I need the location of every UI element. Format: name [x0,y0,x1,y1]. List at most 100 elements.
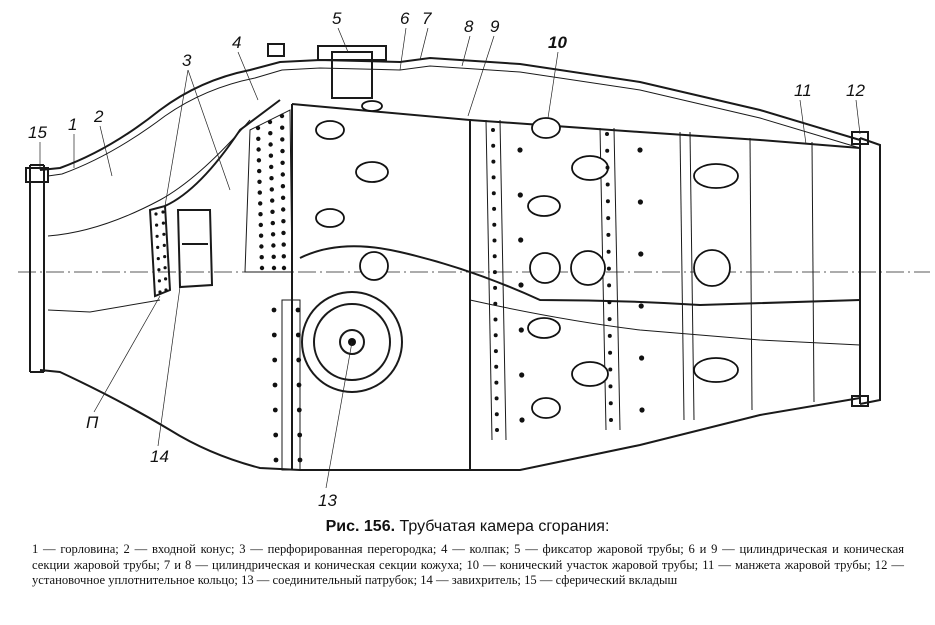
swirler [176,209,214,289]
perforation-dot [296,357,302,363]
perforation-dot [269,164,274,170]
callout-7: 7 [422,9,432,28]
perforation-dot [494,412,499,417]
flame-tube-conical [469,119,861,149]
perforation-dot [280,195,286,200]
callout-3: 3 [182,51,192,70]
perforation-dot [492,254,497,259]
front-flange [29,164,45,373]
perforation-dot [271,254,276,259]
perforation-dot [259,244,264,249]
callout-2: 2 [93,107,104,126]
perforation-dot [519,417,525,423]
perforation-dot [605,199,610,204]
perforation-dot [605,165,610,170]
callout-8: 8 [464,17,474,36]
perforation-dot [269,176,274,181]
perforation-dot [518,327,524,333]
perforation-dot [280,160,285,165]
perforation-dot [280,184,286,189]
perforation-dot [491,143,496,148]
perforation-dot [273,432,279,438]
callout-14: 14 [150,447,169,466]
perforation-dot [268,153,274,158]
casing-inner-top [47,65,861,177]
perforation-dot [608,384,613,389]
perforation-dot [281,265,287,271]
figure-title: Трубчатая камера сгорания: [399,518,610,535]
perforation-dot [492,222,497,227]
perforation-dot [606,232,611,237]
perforation-dot [259,255,264,260]
perforation-dot [273,457,279,463]
perforation-dot [491,128,495,132]
perforation-dot [518,282,524,288]
perforation-dot [268,142,273,147]
perforation-dot [608,401,613,406]
perforation-dot [156,245,160,249]
casing-outer-bottom [39,369,861,471]
perforation-dot [155,234,159,238]
perforation-dot [154,212,158,216]
perforation-dot [257,190,262,195]
perforation-dot [157,268,161,272]
rear-ring [859,137,881,405]
perforation-dot [297,432,303,438]
perforation-dot [271,332,277,338]
perforation-dot [492,270,497,275]
callout-5: 5 [332,9,342,28]
casing-bolt [267,43,285,57]
spherical-insert [25,167,49,183]
callout-4: 4 [232,33,241,52]
perforation-dot [606,266,611,271]
perforation-dot [493,317,498,322]
perforation-dot [517,192,523,198]
perforation-dot [494,364,499,369]
callout-6: 6 [400,9,410,28]
perforation-dot [295,332,301,338]
perforation-dot [494,396,499,401]
perforation-dot [519,372,525,378]
callout-11: 11 [794,81,812,100]
perforation-dot [257,168,262,174]
perforation-dot [258,201,263,206]
fixator [317,45,387,112]
perforation-dot [256,136,261,141]
perforation-dot [608,350,613,355]
perforation-dot [281,242,286,247]
perforation-dot [281,230,286,236]
perforation-dot [256,158,262,163]
perforation-dot [281,254,286,259]
perforation-dot [267,119,273,125]
perforation-dot [493,301,498,306]
perforation-dot [164,277,168,281]
perforation-dot [270,220,275,226]
perforation-dot [270,209,275,214]
perforation-dot [639,355,645,361]
perforation-dot [295,307,301,313]
casing-outer-top [39,56,861,171]
perforation-dot [491,159,496,164]
perforation-dot [161,210,165,214]
perforation-dot [607,333,612,338]
perforation-dot [280,125,285,130]
perforation-dot [259,265,265,271]
perforation-dot [163,255,167,259]
perforation-dot [161,221,165,225]
callout-labels: 1 2 3 4 5 6 7 8 9 10 11 12 13 14 15 П [28,9,865,510]
callout-13: 13 [318,491,337,510]
perforation-dot [272,357,278,363]
perforation-dot [605,182,610,187]
figure-number: Рис. 156. [325,518,396,535]
perforation-dot [255,125,261,131]
perforation-dot [495,428,499,432]
perforation-dot [637,199,644,205]
perforation-dot [608,367,613,372]
perforation-dot [163,266,167,270]
perforation-dot [638,303,644,309]
perforation-dot [272,407,278,413]
perforated-partition [148,204,172,298]
perforation-dot [606,249,611,254]
combustion-chamber-drawing: 1 2 3 4 5 6 7 8 9 10 11 12 13 14 15 П [18,9,930,510]
perforation-dot [492,206,497,211]
